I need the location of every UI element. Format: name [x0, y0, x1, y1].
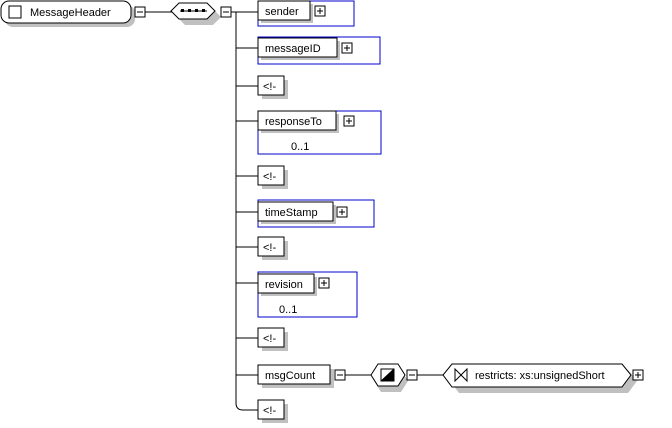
element-label: sender [265, 6, 299, 18]
occurrence-label: 0..1 [279, 304, 297, 316]
comment-label: <!- [263, 81, 276, 93]
plus-box-icon[interactable] [336, 206, 348, 218]
comment-label: <!- [263, 242, 276, 254]
element-label: messageID [265, 43, 321, 55]
plus-box-icon[interactable] [341, 42, 353, 54]
comment-node[interactable]: <!- [257, 327, 288, 351]
minus-box-icon[interactable] [134, 6, 146, 18]
element-messageID[interactable]: messageID [257, 36, 381, 65]
minus-box-icon[interactable] [406, 369, 418, 381]
restriction-label: restricts: xs:unsignedShort [475, 370, 605, 382]
sequence-compositor-icon[interactable] [170, 2, 221, 25]
comment-label: <!- [263, 333, 276, 345]
minus-box-icon[interactable] [220, 6, 232, 18]
simple-type-icon[interactable] [370, 363, 408, 392]
root-element-node[interactable]: MessageHeader [0, 0, 135, 27]
plus-box-icon[interactable] [632, 369, 644, 381]
comment-node[interactable]: <!- [257, 165, 288, 189]
element-icon [8, 5, 22, 19]
element-label: revision [265, 279, 303, 291]
trunk-corner [235, 402, 258, 411]
restriction-bowtie-icon [454, 367, 468, 383]
element-revision[interactable]: revision 0..1 [257, 271, 358, 318]
comment-label: <!- [263, 171, 276, 183]
root-element-label: MessageHeader [30, 7, 111, 19]
occurrence-label: 0..1 [291, 141, 309, 153]
element-sender[interactable]: sender [257, 0, 355, 27]
comment-node[interactable]: <!- [257, 75, 288, 99]
element-responseTo[interactable]: responseTo 0..1 [257, 110, 382, 155]
plus-box-icon[interactable] [314, 5, 326, 17]
element-label: timeStamp [265, 207, 318, 219]
comment-label: <!- [263, 405, 276, 417]
plus-box-icon[interactable] [343, 115, 355, 127]
restriction-node[interactable]: restricts: xs:unsignedShort [442, 363, 637, 393]
element-label: msgCount [265, 370, 315, 382]
comment-node[interactable]: <!- [257, 399, 288, 423]
comment-node[interactable]: <!- [257, 236, 288, 260]
element-msgCount[interactable]: msgCount [257, 364, 334, 388]
element-label: responseTo [265, 116, 322, 128]
element-timeStamp[interactable]: timeStamp [257, 199, 375, 228]
plus-box-icon[interactable] [318, 277, 330, 289]
minus-box-icon[interactable] [334, 369, 346, 381]
